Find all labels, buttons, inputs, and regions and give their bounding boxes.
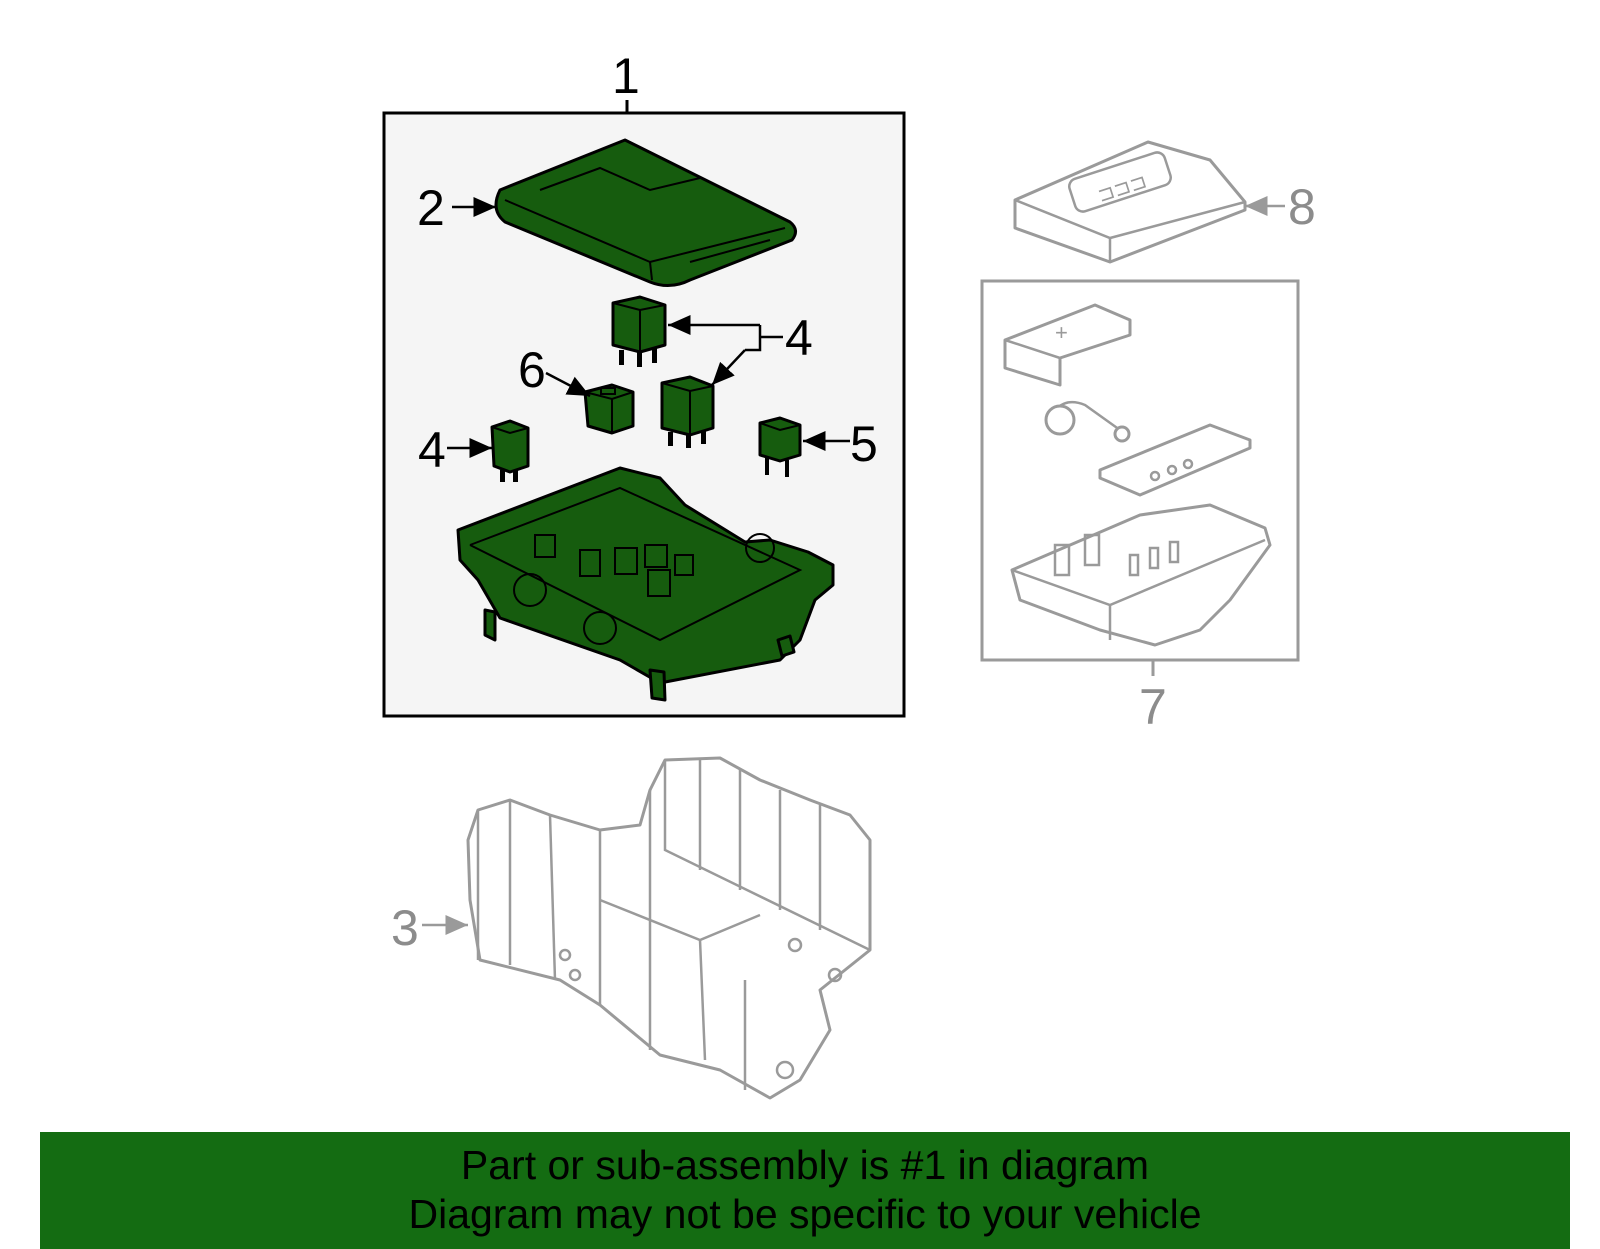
callout-8: 8 xyxy=(1288,179,1316,235)
callout-5: 5 xyxy=(850,416,878,472)
callout-3: 3 xyxy=(391,900,419,956)
part-3-mounting-bracket[interactable] xyxy=(466,756,872,1100)
banner-line-2: Diagram may not be specific to your vehi… xyxy=(408,1191,1202,1237)
part-5-fuse[interactable] xyxy=(758,416,802,477)
info-banner: Part or sub-assembly is #1 in diagram Di… xyxy=(40,1132,1570,1249)
part-4-relay-left[interactable] xyxy=(490,419,530,482)
part-8-terminal-cover[interactable]: ⊐⊐⊐ xyxy=(1013,140,1247,264)
callout-7: 7 xyxy=(1139,679,1167,735)
svg-text:+: + xyxy=(1055,320,1068,345)
banner-line-1: Part or sub-assembly is #1 in diagram xyxy=(460,1142,1150,1188)
callout-6: 6 xyxy=(518,342,546,398)
callout-4-right: 4 xyxy=(785,310,813,366)
part-7-busbar[interactable] xyxy=(1098,423,1252,497)
part-4-relay-middle[interactable] xyxy=(660,375,715,448)
part-4-relay-top[interactable] xyxy=(611,295,667,367)
part-7-fuse-block[interactable] xyxy=(1010,503,1272,647)
part-6-micro-relay[interactable] xyxy=(583,383,635,435)
part-2-cover[interactable] xyxy=(494,138,797,287)
part-7-cable-lead[interactable] xyxy=(1044,400,1131,443)
callout-4-bracket xyxy=(745,325,762,352)
callout-6-leader xyxy=(545,371,591,398)
callout-2: 2 xyxy=(417,180,445,236)
part-1-block-base[interactable] xyxy=(456,466,835,702)
callout-1: 1 xyxy=(612,48,640,104)
callout-4-leader-mid xyxy=(711,349,746,386)
callout-4-left: 4 xyxy=(418,422,446,478)
part-7-positive-cap[interactable]: + xyxy=(1003,303,1132,387)
